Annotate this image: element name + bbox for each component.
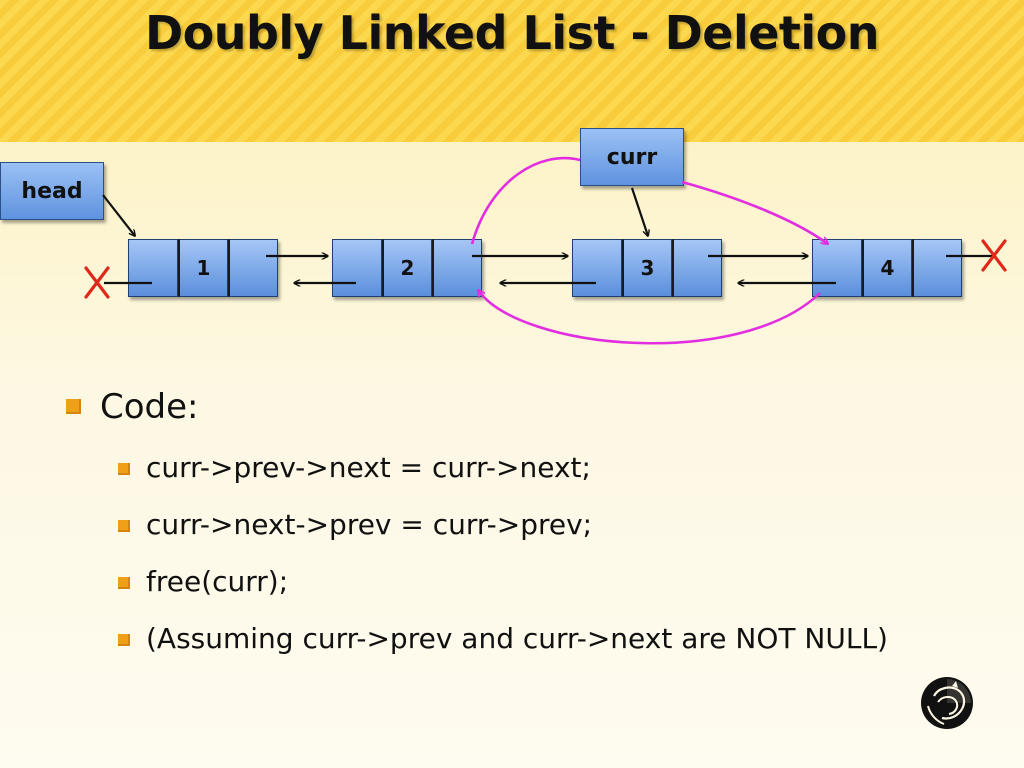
node-3-next-cell bbox=[672, 239, 722, 297]
bullet-marker bbox=[118, 463, 130, 475]
node-1-data-cell: 1 bbox=[178, 239, 228, 297]
bullet-sub-text: free(curr); bbox=[146, 565, 289, 598]
node-1-next-cell bbox=[228, 239, 278, 297]
bullet-main: Code: bbox=[66, 387, 199, 427]
node-4-next-cell bbox=[912, 239, 962, 297]
node-2-data-cell: 2 bbox=[382, 239, 432, 297]
node-4-prev-cell bbox=[812, 239, 862, 297]
bullet-marker bbox=[118, 520, 130, 532]
head-pointer-label: head bbox=[21, 178, 83, 204]
node-4-data-cell: 4 bbox=[862, 239, 912, 297]
bullet-sub-item: curr->next->prev = curr->prev; bbox=[118, 508, 593, 541]
bullet-sub-item: free(curr); bbox=[118, 565, 289, 598]
relink-next-arrow-tail bbox=[681, 180, 828, 244]
node-2-next-cell bbox=[432, 239, 482, 297]
bullet-main-text: Code: bbox=[100, 387, 199, 427]
bullet-marker bbox=[118, 634, 130, 646]
curr-pointer-arrow bbox=[630, 187, 648, 236]
node-2-prev-cell bbox=[332, 239, 382, 297]
curr-pointer-box: curr bbox=[580, 128, 684, 186]
bullet-marker bbox=[118, 577, 130, 589]
null-mark-right bbox=[981, 239, 1007, 272]
curr-pointer-label: curr bbox=[606, 144, 658, 170]
node-3-prev-cell bbox=[572, 239, 622, 297]
node-1-prev-cell bbox=[128, 239, 178, 297]
relink-next-arrow bbox=[470, 156, 581, 245]
title-band bbox=[0, 0, 1024, 142]
list-node-2: 2 bbox=[332, 239, 482, 297]
list-node-3: 3 bbox=[572, 239, 722, 297]
bullet-sub-text: (Assuming curr->prev and curr->next are … bbox=[146, 622, 888, 655]
university-logo-icon bbox=[921, 677, 973, 729]
bullet-sub-item: curr->prev->next = curr->next; bbox=[118, 451, 591, 484]
list-node-4: 4 bbox=[812, 239, 962, 297]
bullet-marker bbox=[66, 399, 81, 414]
relink-prev-arrow bbox=[478, 290, 821, 345]
node-3-data-cell: 3 bbox=[622, 239, 672, 297]
head-pointer-arrow bbox=[102, 194, 135, 236]
bullet-sub-text: curr->next->prev = curr->prev; bbox=[146, 508, 593, 541]
bullet-sub-text: curr->prev->next = curr->next; bbox=[146, 451, 591, 484]
list-node-1: 1 bbox=[128, 239, 278, 297]
slide-title: Doubly Linked List - Deletion bbox=[144, 6, 880, 60]
null-mark-left bbox=[84, 266, 110, 299]
head-pointer-box: head bbox=[0, 162, 104, 220]
bullet-sub-item: (Assuming curr->prev and curr->next are … bbox=[118, 622, 888, 655]
